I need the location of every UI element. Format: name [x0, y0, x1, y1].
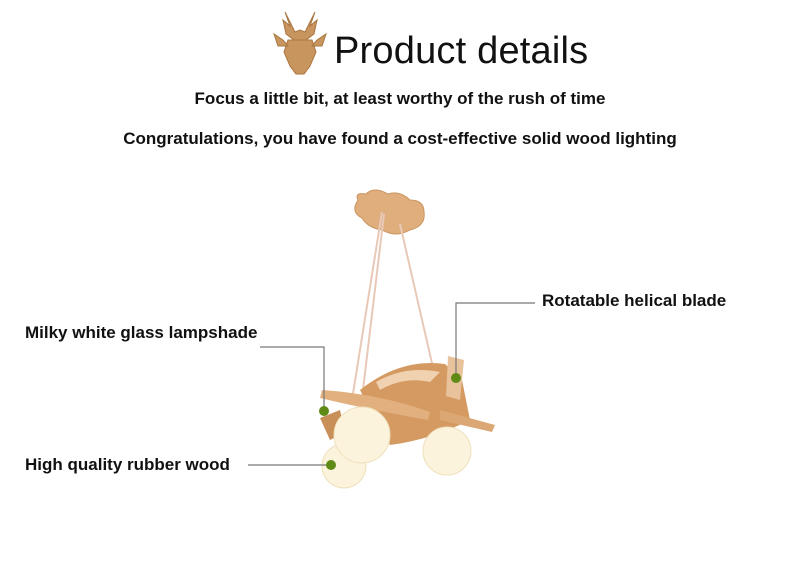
callout-label-blade: Rotatable helical blade	[542, 291, 727, 310]
callout-label-wood: High quality rubber wood	[25, 455, 230, 474]
subtitle-congratulations: Congratulations, you have found a cost-e…	[123, 129, 677, 148]
glass-globes	[321, 406, 472, 489]
suspension-cords	[351, 211, 435, 401]
ceiling-canopy	[354, 189, 425, 235]
callout-dot-glass	[319, 406, 329, 416]
deer-head-icon	[273, 11, 327, 75]
callout-dot-blade	[451, 373, 461, 383]
callout-lines	[248, 302, 535, 466]
callout-dot-wood	[326, 460, 336, 470]
subtitle-focus: Focus a little bit, at least worthy of t…	[194, 89, 606, 108]
page-title: Product details	[334, 30, 589, 72]
callout-label-glass: Milky white glass lampshade	[25, 323, 258, 342]
